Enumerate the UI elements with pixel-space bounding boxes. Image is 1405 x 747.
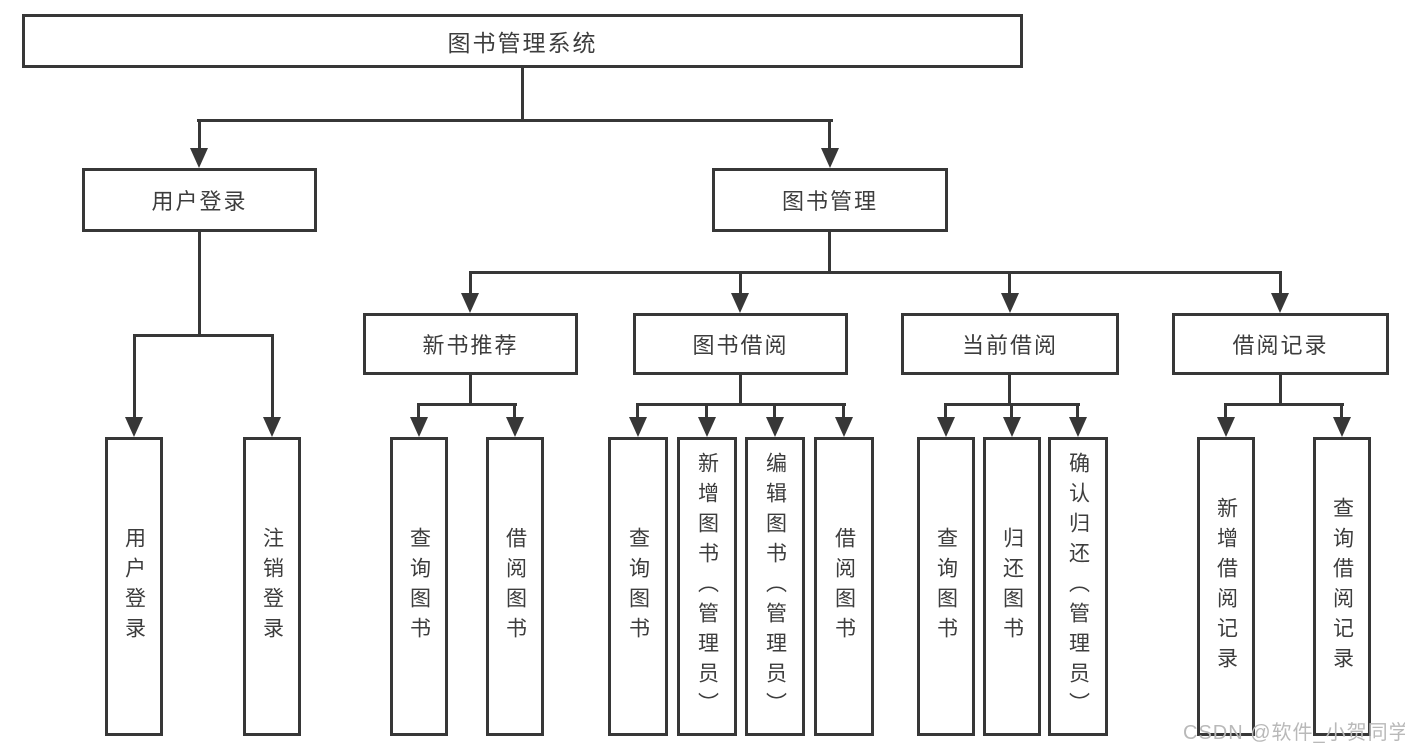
- leaf-user-login: 用户登录: [105, 437, 163, 736]
- node-new-book-recommend: 新书推荐: [363, 313, 578, 375]
- connector-line: [417, 403, 517, 406]
- arrow-down-icon: [1333, 417, 1351, 437]
- leaf-add-borrow-record: 新增借阅记录: [1197, 437, 1255, 736]
- leaf-add-borrow-record-label: 新增借阅记录: [1214, 496, 1238, 677]
- leaf-query-borrow-record: 查询借阅记录: [1313, 437, 1371, 736]
- connector-line: [739, 271, 742, 295]
- connector-line: [1010, 403, 1013, 419]
- connector-line: [417, 403, 420, 419]
- arrow-down-icon: [1001, 293, 1019, 313]
- connector-line: [198, 119, 201, 150]
- leaf-return-book: 归还图书: [983, 437, 1041, 736]
- leaf-query-borrow-record-label: 查询借阅记录: [1330, 496, 1354, 677]
- leaf-query-book-borrowing: 查询图书: [608, 437, 668, 736]
- leaf-return-book-label: 归还图书: [1000, 526, 1024, 647]
- connector-line: [198, 232, 201, 337]
- node-borrowing-records: 借阅记录: [1172, 313, 1389, 375]
- arrow-down-icon: [937, 417, 955, 437]
- connector-line: [521, 68, 524, 122]
- connector-line: [739, 375, 742, 406]
- leaf-add-book-admin: 新增图书（管理员）: [677, 437, 737, 736]
- leaf-confirm-return-admin-label: 确认归还（管理员）: [1066, 451, 1090, 722]
- node-user-login: 用户登录: [82, 168, 317, 232]
- connector-line: [773, 403, 776, 419]
- arrow-down-icon: [125, 417, 143, 437]
- arrow-down-icon: [263, 417, 281, 437]
- arrow-down-icon: [1271, 293, 1289, 313]
- connector-line: [636, 403, 639, 419]
- connector-line: [842, 403, 845, 419]
- arrow-down-icon: [766, 417, 784, 437]
- leaf-query-book-current: 查询图书: [917, 437, 975, 736]
- connector-line: [1279, 375, 1282, 406]
- arrow-down-icon: [1217, 417, 1235, 437]
- connector-line: [1279, 271, 1282, 295]
- connector-line: [469, 271, 472, 295]
- arrow-down-icon: [506, 417, 524, 437]
- connector-line: [1224, 403, 1344, 406]
- connector-line: [1224, 403, 1227, 419]
- arrow-down-icon: [835, 417, 853, 437]
- leaf-edit-book-admin-label: 编辑图书（管理员）: [763, 451, 787, 722]
- arrow-down-icon: [410, 417, 428, 437]
- leaf-query-book-recommend: 查询图书: [390, 437, 448, 736]
- connector-line: [513, 403, 516, 419]
- node-book-management-label: 图书管理: [781, 189, 878, 214]
- connector-line: [469, 271, 1282, 274]
- connector-line: [1076, 403, 1079, 419]
- node-book-management: 图书管理: [712, 168, 948, 232]
- leaf-query-book-current-label: 查询图书: [934, 526, 958, 647]
- connector-line: [1340, 403, 1343, 419]
- node-user-login-label: 用户登录: [151, 189, 248, 214]
- watermark: CSDN @软件_小贺同学: [1183, 722, 1405, 744]
- leaf-logout-label: 注销登录: [260, 526, 284, 647]
- node-new-book-recommend-label: 新书推荐: [422, 333, 519, 358]
- arrow-down-icon: [1069, 417, 1087, 437]
- arrow-down-icon: [190, 148, 208, 168]
- connector-line: [133, 334, 274, 337]
- connector-line: [469, 375, 472, 406]
- connector-line: [133, 334, 136, 419]
- leaf-user-login-label: 用户登录: [122, 526, 146, 647]
- node-root-label: 图书管理系统: [447, 30, 598, 56]
- connector-line: [636, 403, 846, 406]
- leaf-confirm-return-admin: 确认归还（管理员）: [1048, 437, 1108, 736]
- leaf-borrow-book-label: 借阅图书: [832, 526, 856, 647]
- leaf-edit-book-admin: 编辑图书（管理员）: [745, 437, 805, 736]
- connector-line: [828, 232, 831, 274]
- leaf-logout: 注销登录: [243, 437, 301, 736]
- connector-line: [705, 403, 708, 419]
- leaf-borrow-book-recommend-label: 借阅图书: [503, 526, 527, 647]
- connector-line: [828, 119, 831, 150]
- connector-line: [271, 334, 274, 419]
- node-current-borrowing: 当前借阅: [901, 313, 1119, 375]
- arrow-down-icon: [731, 293, 749, 313]
- node-book-borrowing-label: 图书借阅: [692, 333, 789, 358]
- node-book-borrowing: 图书借阅: [633, 313, 848, 375]
- leaf-query-book-recommend-label: 查询图书: [407, 526, 431, 647]
- arrow-down-icon: [629, 417, 647, 437]
- connector-line: [944, 403, 947, 419]
- connector-line: [197, 119, 833, 122]
- leaf-query-book-borrowing-label: 查询图书: [626, 526, 650, 647]
- node-borrowing-records-label: 借阅记录: [1232, 333, 1329, 358]
- leaf-borrow-book: 借阅图书: [814, 437, 874, 736]
- arrow-down-icon: [698, 417, 716, 437]
- connector-line: [1008, 375, 1011, 406]
- arrow-down-icon: [821, 148, 839, 168]
- leaf-borrow-book-recommend: 借阅图书: [486, 437, 544, 736]
- arrow-down-icon: [461, 293, 479, 313]
- arrow-down-icon: [1003, 417, 1021, 437]
- node-root: 图书管理系统: [22, 14, 1023, 68]
- leaf-add-book-admin-label: 新增图书（管理员）: [695, 451, 719, 722]
- node-current-borrowing-label: 当前借阅: [961, 333, 1058, 358]
- connector-line: [1008, 271, 1011, 295]
